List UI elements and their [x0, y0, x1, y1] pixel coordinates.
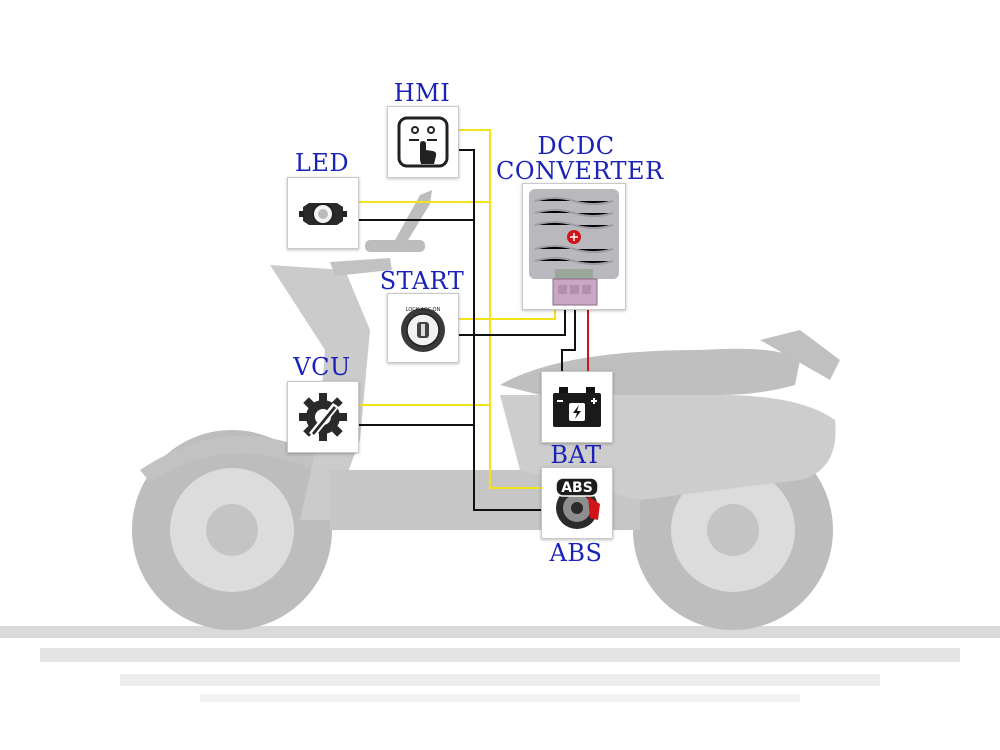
label-led: LED: [294, 149, 350, 177]
hmi-touch-icon: [397, 116, 449, 168]
gear-wrench-icon: [299, 393, 347, 441]
dcdc-converter-box[interactable]: [522, 183, 626, 310]
headlight-icon: [299, 203, 347, 225]
dcdc-converter-image: [529, 188, 619, 305]
ground-wires: [358, 149, 576, 511]
label-converter: CONVERTER: [496, 157, 664, 185]
ground-shadow: [0, 626, 1000, 702]
abs-brake-icon: ABS: [555, 477, 600, 529]
vcu-box[interactable]: [287, 381, 359, 453]
ignition-switch-text: LOCK ACC ON: [406, 307, 441, 313]
label-hmi: HMI: [393, 79, 451, 107]
label-abs: ABS: [549, 539, 603, 567]
signal-wires: [358, 129, 556, 489]
battery-box[interactable]: [541, 371, 613, 443]
hmi-box[interactable]: [387, 106, 459, 178]
ignition-switch-icon: LOCK ACC ON: [401, 307, 445, 352]
scooter-silhouette: [132, 190, 840, 630]
start-box[interactable]: LOCK ACC ON: [387, 293, 459, 363]
label-dcdc: DCDC: [537, 132, 615, 160]
label-bat: BAT: [550, 441, 602, 469]
abs-box[interactable]: ABS: [541, 467, 613, 539]
label-vcu: VCU: [293, 353, 351, 381]
abs-badge-text: ABS: [561, 480, 593, 496]
led-box[interactable]: [287, 177, 359, 249]
label-start: START: [379, 267, 465, 295]
battery-icon: [553, 387, 601, 427]
